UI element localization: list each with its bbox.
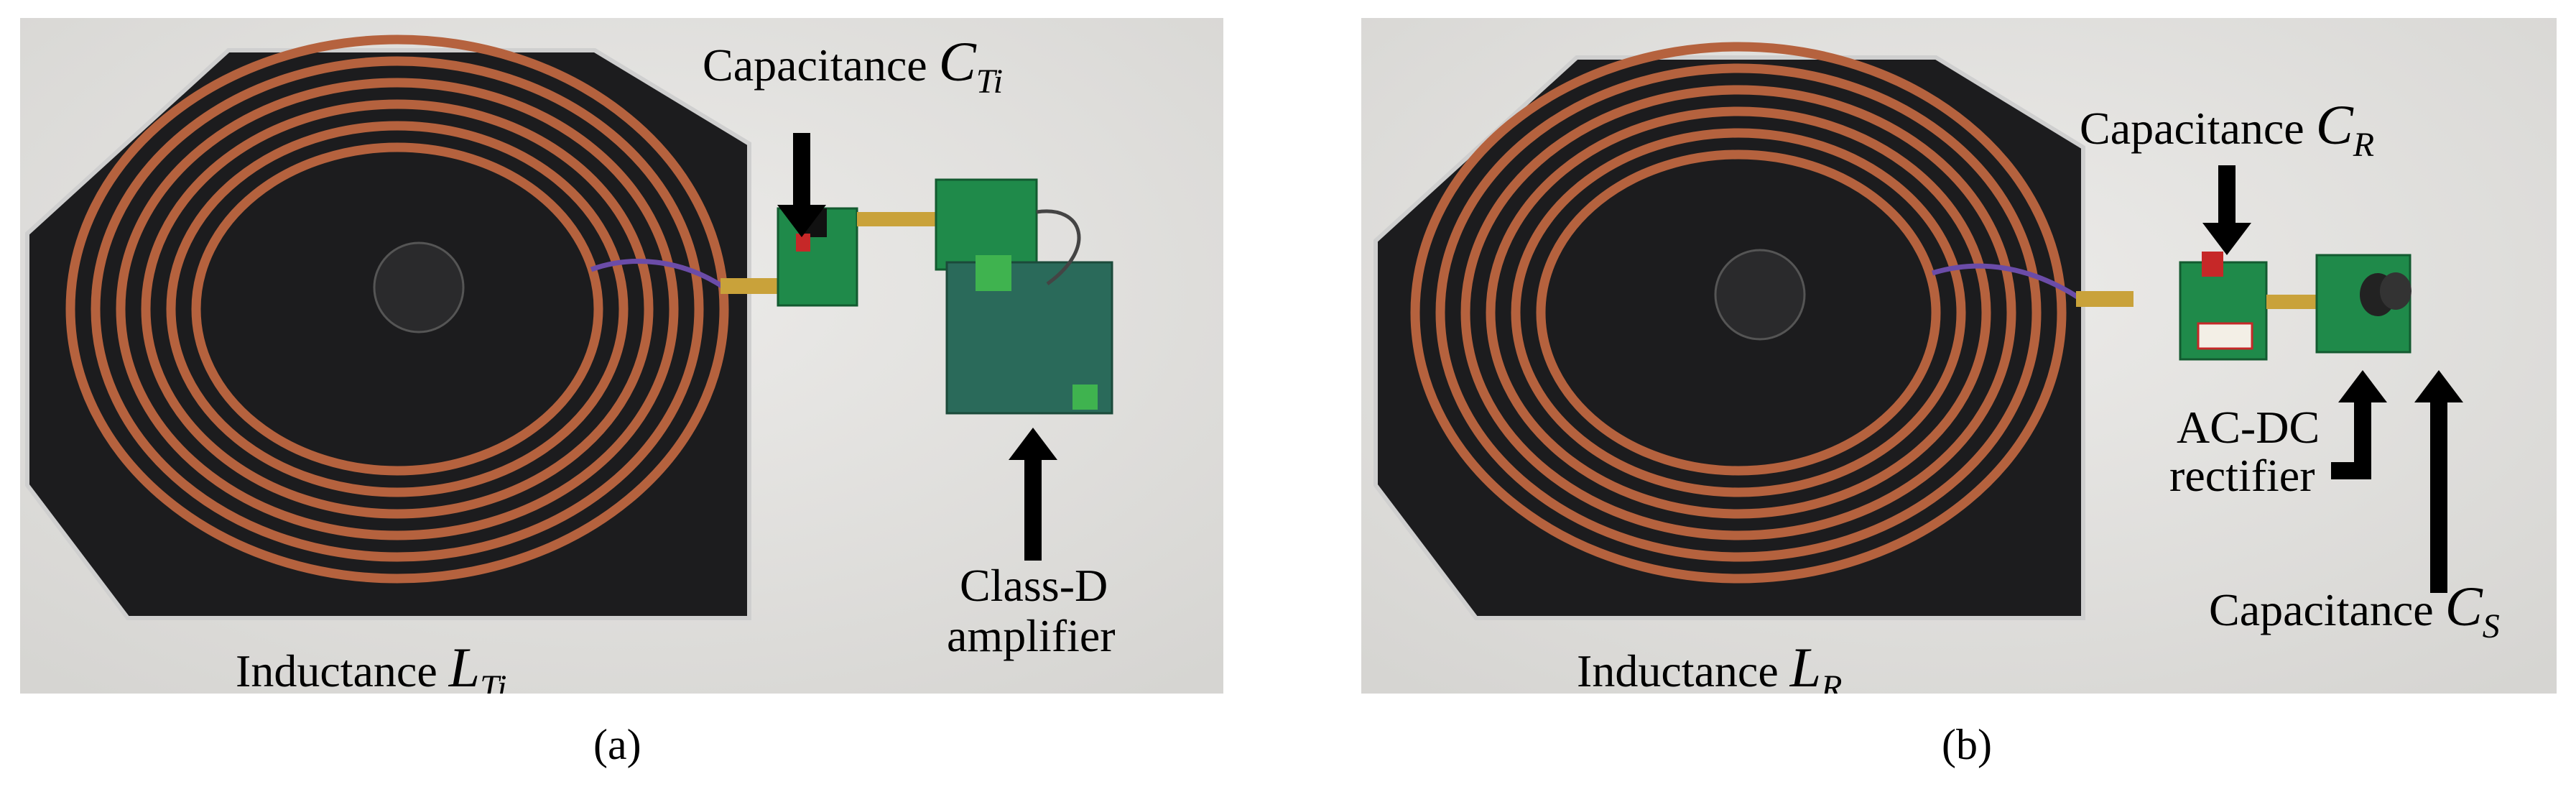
caption-a: (a)	[593, 721, 641, 768]
capacitance-ti-label: Capacitance CTi	[703, 30, 1004, 101]
arrow-capacitance-ti	[777, 133, 826, 237]
caption-b: (b)	[1942, 721, 1992, 768]
receiver-photo-illustration	[1361, 18, 2557, 694]
amplifier-label-line1: Class-D	[960, 560, 1108, 611]
capacitance-s-label: Capacitance CS	[2209, 575, 2500, 645]
inductance-ti-label: Inductance LTi	[236, 636, 507, 694]
copper-coil	[1410, 42, 2067, 584]
transmitter-photo-illustration	[20, 18, 1223, 694]
capacitance-r-label: Capacitance CR	[2080, 93, 2375, 164]
amplifier-label-line2: amplifier	[947, 610, 1116, 661]
arrow-rectifier	[2338, 370, 2387, 446]
rectifier-label-line2: rectifier	[2169, 450, 2315, 501]
arrow-capacitance-r	[2202, 165, 2251, 255]
rectifier-label-line1: AC-DC	[2177, 402, 2320, 453]
inductance-r-label: Inductance LR	[1577, 636, 1843, 694]
photo-panel-a: Capacitance CTi Class-D amplifier Induct…	[20, 18, 1223, 694]
arrow-amplifier	[1009, 428, 1057, 561]
arrow-capacitance-s	[2414, 370, 2463, 593]
copper-coil	[65, 34, 729, 584]
photo-panel-b: Capacitance CR AC-DC rectifier Capacitan…	[1361, 18, 2557, 694]
